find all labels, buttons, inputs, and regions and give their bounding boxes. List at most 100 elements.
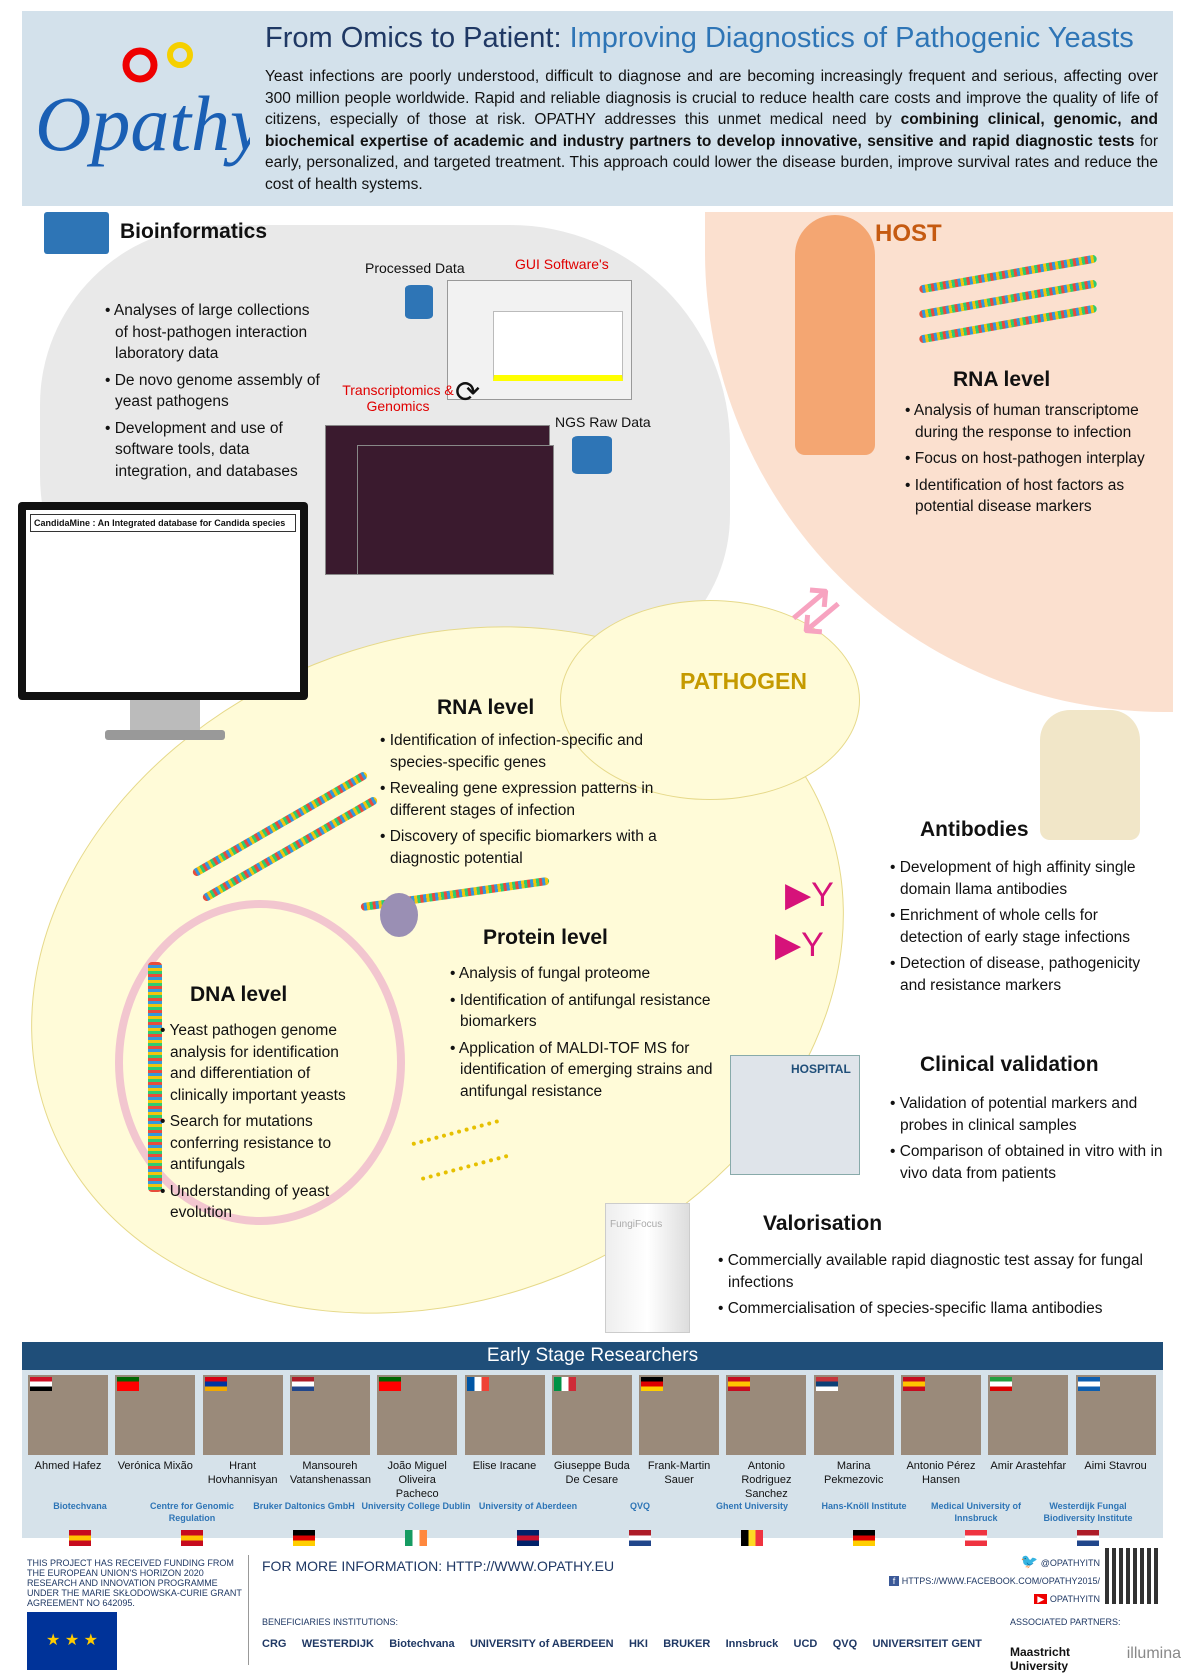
intro-text-end: for early, personalized, and targeted tr…	[265, 132, 1158, 193]
institution-name: University of Aberdeen	[478, 1501, 578, 1511]
flag-icon	[293, 1530, 315, 1546]
facebook-link[interactable]: HTTPS://WWW.FACEBOOK.COM/OPATHY2015/	[901, 1576, 1100, 1586]
divider	[248, 1555, 249, 1665]
transcriptomics-label: Transcriptomics & Genomics	[342, 382, 454, 414]
human-body-icon	[795, 215, 875, 455]
partner-logo: QVQ	[832, 1638, 858, 1650]
intro-paragraph: Yeast infections are poorly understood, …	[265, 66, 1158, 195]
researcher-card: Amir Arastehfar	[988, 1375, 1069, 1473]
researcher-photo	[639, 1375, 720, 1455]
ngs-label: NGS Raw Data	[555, 414, 651, 430]
researcher-card: Giuseppe Buda De Cesare	[551, 1375, 632, 1487]
protein-list: Analysis of fungal proteome Identificati…	[450, 963, 715, 1107]
flag-icon	[291, 1377, 314, 1391]
flag-icon	[903, 1377, 925, 1391]
gui-screenshot	[447, 280, 632, 400]
list-item: Search for mutations conferring resistan…	[160, 1111, 365, 1176]
flag-icon	[853, 1530, 875, 1546]
illumina-logo: illumina	[1126, 1645, 1181, 1662]
associated-partners-label: ASSOCIATED PARTNERS:	[1010, 1617, 1121, 1627]
list-item: Revealing gene expression patterns in di…	[380, 778, 690, 821]
partner-logo: HKI	[628, 1638, 648, 1650]
flag-icon	[728, 1377, 751, 1391]
institution-name: QVQ	[629, 1501, 650, 1511]
box-label: FungiFocus	[610, 1219, 663, 1230]
flag-icon	[405, 1530, 427, 1546]
qr-code[interactable]	[1105, 1548, 1161, 1604]
antibody-icon: ▶Y	[775, 926, 824, 964]
intro-bold: combining clinical, genomic, and biochem…	[265, 111, 1158, 150]
researcher-name: Mansoureh Vatanshenassan	[289, 1460, 372, 1486]
institution: Medical University of Innsbruck	[916, 1500, 1036, 1546]
researchers-title: Early Stage Researchers	[22, 1342, 1163, 1370]
valorisation-title: Valorisation	[763, 1212, 883, 1235]
hospital-sign: HOSPITAL	[791, 1062, 851, 1076]
opathy-logo: Opathy	[35, 42, 250, 167]
partner-logo: UNIVERSITEIT GENT	[872, 1638, 982, 1650]
partner-logo: BRUKER	[663, 1638, 711, 1650]
list-item: Development of high affinity single doma…	[890, 857, 1165, 900]
list-item: Analysis of fungal proteome	[450, 963, 715, 985]
list-item: Comparison of obtained in vitro with in …	[890, 1141, 1165, 1184]
institution: QVQ	[580, 1500, 700, 1546]
list-item: Yeast pathogen genome analysis for ident…	[160, 1020, 365, 1106]
researcher-name: Marina Pekmezovic	[824, 1460, 884, 1486]
institution-name: Biotechvana	[53, 1501, 107, 1511]
researcher-photo	[115, 1375, 196, 1455]
title-highlight: Improving Diagnostics of Pathogenic Yeas…	[569, 22, 1134, 54]
title-plain: From Omics to Patient:	[265, 22, 570, 54]
partner-logo: Innsbruck	[725, 1638, 779, 1650]
pathogen-rna-title: RNA level	[437, 696, 535, 719]
sync-icon: ⟳	[455, 376, 481, 409]
partner-logo: UNIVERSITY of ABERDEEN	[469, 1638, 614, 1650]
institution: University of Aberdeen	[468, 1500, 588, 1546]
funding-statement: THIS PROJECT HAS RECEIVED FUNDING FROM T…	[27, 1558, 242, 1608]
list-item: Understanding of yeast evolution	[160, 1181, 365, 1224]
list-item: Commercially available rapid diagnostic …	[718, 1250, 1158, 1293]
researcher-photo	[813, 1375, 894, 1455]
researcher-name: Aimi Stavrou	[1084, 1460, 1147, 1472]
flag-icon	[204, 1377, 227, 1391]
flag-icon	[1077, 1377, 1100, 1391]
page-title: From Omics to Patient: Improving Diagnos…	[265, 22, 1134, 55]
flag-icon	[1077, 1530, 1099, 1546]
institution: Ghent University	[692, 1500, 812, 1546]
researcher-photo	[1075, 1375, 1156, 1455]
youtube-link[interactable]: OPATHYITN	[1049, 1594, 1100, 1604]
monitor-base	[105, 730, 225, 740]
flag-icon	[181, 1530, 203, 1546]
list-item: Analysis of human transcriptome during t…	[905, 400, 1170, 443]
researcher-photo	[988, 1375, 1069, 1455]
candidamine-title: CandidaMine : An Integrated database for…	[30, 514, 296, 532]
researcher-name: João Miguel Oliveira Pacheco	[387, 1460, 447, 1500]
twitter-handle[interactable]: @OPATHYITN	[1040, 1558, 1100, 1568]
candidamine-monitor: CandidaMine : An Integrated database for…	[18, 502, 308, 700]
protein-title: Protein level	[483, 926, 608, 949]
partner-logo: UCD	[793, 1638, 818, 1650]
svg-text:Opathy: Opathy	[35, 80, 250, 167]
database-icon	[405, 285, 433, 319]
facebook-icon: f	[888, 1576, 900, 1586]
researcher-name: Antonio Pérez Hansen	[906, 1460, 976, 1486]
researcher-card: Frank-Martin Sauer	[639, 1375, 720, 1487]
institution: Biotechvana	[20, 1500, 140, 1546]
institution-name: University College Dublin	[361, 1501, 471, 1511]
researcher-photo	[551, 1375, 632, 1455]
pathogen-rna-list: Identification of infection-specific and…	[380, 730, 690, 874]
researcher-name: Frank-Martin Sauer	[647, 1460, 711, 1486]
antibody-icon: ▶Y	[785, 876, 834, 914]
researcher-photo	[289, 1375, 370, 1455]
header-banner	[22, 11, 1173, 206]
flag-icon	[69, 1530, 91, 1546]
flag-icon	[553, 1377, 576, 1391]
institution-name: Bruker Daltonics GmbH	[253, 1501, 355, 1511]
llama-icon	[1040, 710, 1140, 840]
test-kit-box-icon: FungiFocus	[605, 1203, 690, 1333]
list-item: Analyses of large collections of host-pa…	[105, 300, 325, 365]
host-title: HOST	[875, 220, 942, 247]
youtube-icon: ▶	[1034, 1594, 1048, 1604]
institution: Westerdijk Fungal Biodiversity Institute	[1028, 1500, 1148, 1546]
beneficiaries-label: BENEFICIARIES INSTITUTIONS:	[262, 1617, 399, 1627]
more-info-link[interactable]: FOR MORE INFORMATION: HTTP://WWW.OPATHY.…	[262, 1558, 615, 1574]
